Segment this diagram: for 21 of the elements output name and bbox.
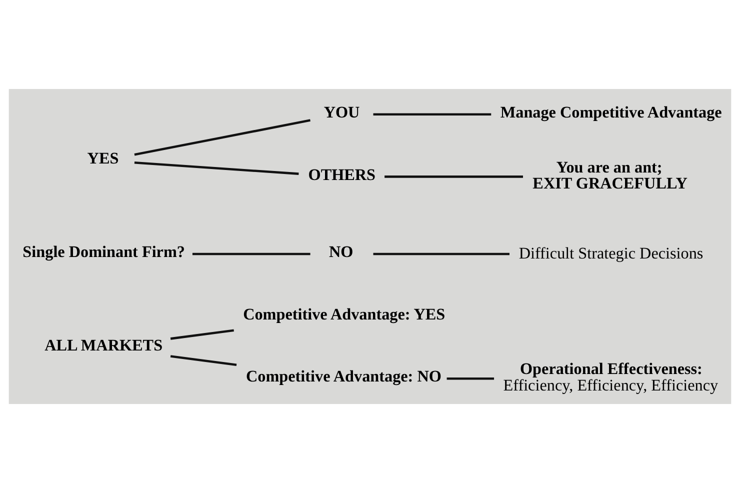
connector — [170, 355, 237, 366]
node-text: Competitive Advantage: NO — [246, 368, 442, 386]
node-text: YOU — [324, 104, 360, 122]
node-text: Competitive Advantage: YES — [243, 306, 446, 324]
connector — [384, 176, 523, 178]
connector — [192, 252, 310, 256]
node-text: ALL MARKETS — [44, 338, 163, 355]
connector — [373, 113, 492, 116]
node-text: Difficult Strategic Decisions — [518, 245, 704, 262]
node-text: You are an ant; EXIT GRACEFULLY — [532, 159, 688, 192]
connector — [373, 252, 510, 256]
connector — [446, 377, 494, 380]
connector — [170, 329, 234, 340]
connector — [134, 161, 299, 175]
node-text: NO — [329, 244, 354, 262]
connector — [134, 119, 310, 156]
node-text: Operational Effectiveness: Efficiency, Efficiency, Efficiency — [503, 361, 718, 394]
node-text: Manage Competitive Advantage — [500, 104, 722, 122]
node-text: OTHERS — [308, 166, 376, 184]
node-text: Single Dominant Firm? — [22, 244, 186, 262]
node-text: YES — [87, 150, 119, 168]
